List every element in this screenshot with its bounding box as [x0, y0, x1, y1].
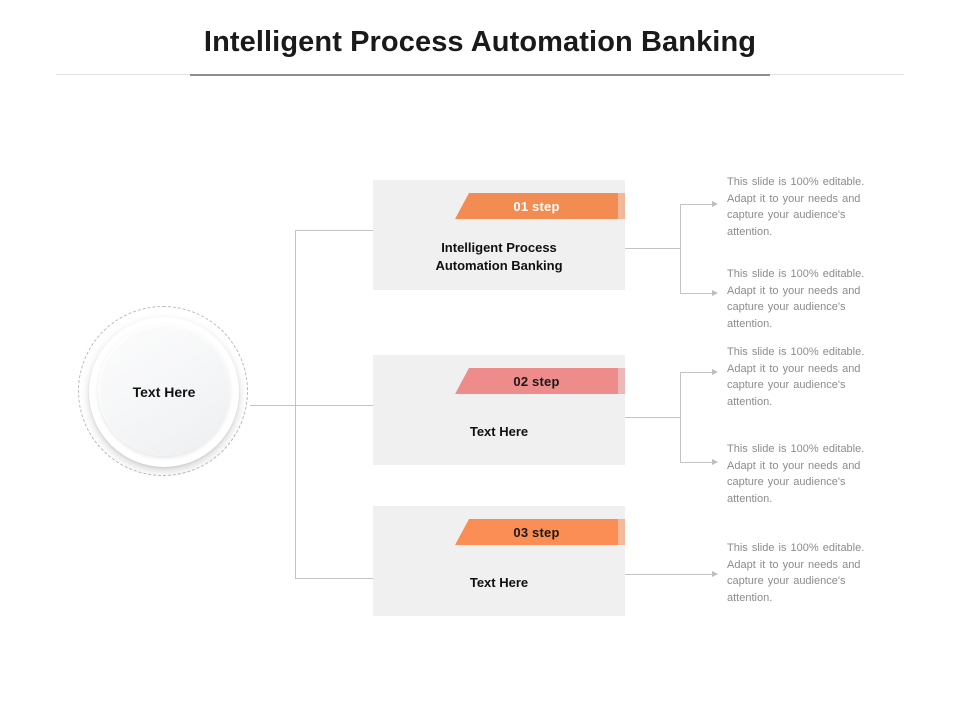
connector-step2-split — [680, 372, 681, 462]
ribbon-fold-3 — [618, 519, 625, 545]
connector-step3-to-desc5 — [625, 574, 713, 575]
connector-step2-to-desc4 — [680, 462, 713, 463]
hub-label: Text Here — [132, 384, 196, 400]
connector-branch-step2 — [295, 405, 374, 406]
connector-step1-split — [680, 204, 681, 293]
arrowhead-desc1-icon — [712, 200, 718, 207]
connector-step1-to-desc1 — [680, 204, 713, 205]
step-ribbon-label-3: 03 step — [513, 524, 560, 540]
step-ribbon-3: 03 step — [455, 519, 625, 545]
step-card-2[interactable]: 02 step Text Here — [373, 355, 625, 465]
arrowhead-desc5-icon — [712, 570, 718, 577]
arrowhead-desc2-icon — [712, 289, 718, 296]
ribbon-body-3 — [455, 519, 618, 545]
connector-spine — [295, 230, 296, 578]
ribbon-body-1 — [455, 193, 618, 219]
connector-hub-stem — [250, 405, 296, 406]
hub-inner-disc — [98, 324, 230, 456]
step-ribbon-2: 02 step — [455, 368, 625, 394]
hub-dashed-ring — [78, 306, 248, 476]
arrowhead-desc3-icon — [712, 368, 718, 375]
description-1: This slide is 100% editable. Adapt it to… — [727, 176, 865, 238]
description-3: This slide is 100% editable. Adapt it to… — [727, 346, 865, 408]
ribbon-fold-2 — [618, 368, 625, 394]
connector-branch-step1 — [295, 230, 374, 231]
step-ribbon-1: 01 step — [455, 193, 625, 219]
page-title: Intelligent Process Automation Banking — [203, 26, 757, 58]
title-divider-dark — [190, 74, 770, 76]
ribbon-body-2 — [455, 368, 618, 394]
step-card-body-2: Text Here — [469, 424, 529, 439]
connector-step2-to-desc3 — [680, 372, 713, 373]
step-ribbon-label-1: 01 step — [513, 198, 560, 214]
description-5: This slide is 100% editable. Adapt it to… — [727, 542, 865, 604]
description-2: This slide is 100% editable. Adapt it to… — [727, 268, 865, 330]
connector-branch-step3 — [295, 578, 374, 579]
connector-step1-stem — [625, 248, 681, 249]
step-card-1[interactable]: 01 step Intelligent Process Automation B… — [373, 180, 625, 290]
connector-step1-to-desc2 — [680, 293, 713, 294]
step-ribbon-label-2: 02 step — [513, 373, 560, 389]
step-card-body-3: Text Here — [469, 575, 529, 590]
connector-step2-stem — [625, 417, 681, 418]
arrowhead-desc4-icon — [712, 458, 718, 465]
hub-node[interactable]: Text Here — [78, 306, 250, 478]
description-4: This slide is 100% editable. Adapt it to… — [727, 443, 865, 505]
ribbon-fold-1 — [618, 193, 625, 219]
step-card-body-1: Intelligent Process Automation Banking — [435, 240, 563, 273]
step-card-3[interactable]: 03 step Text Here — [373, 506, 625, 616]
